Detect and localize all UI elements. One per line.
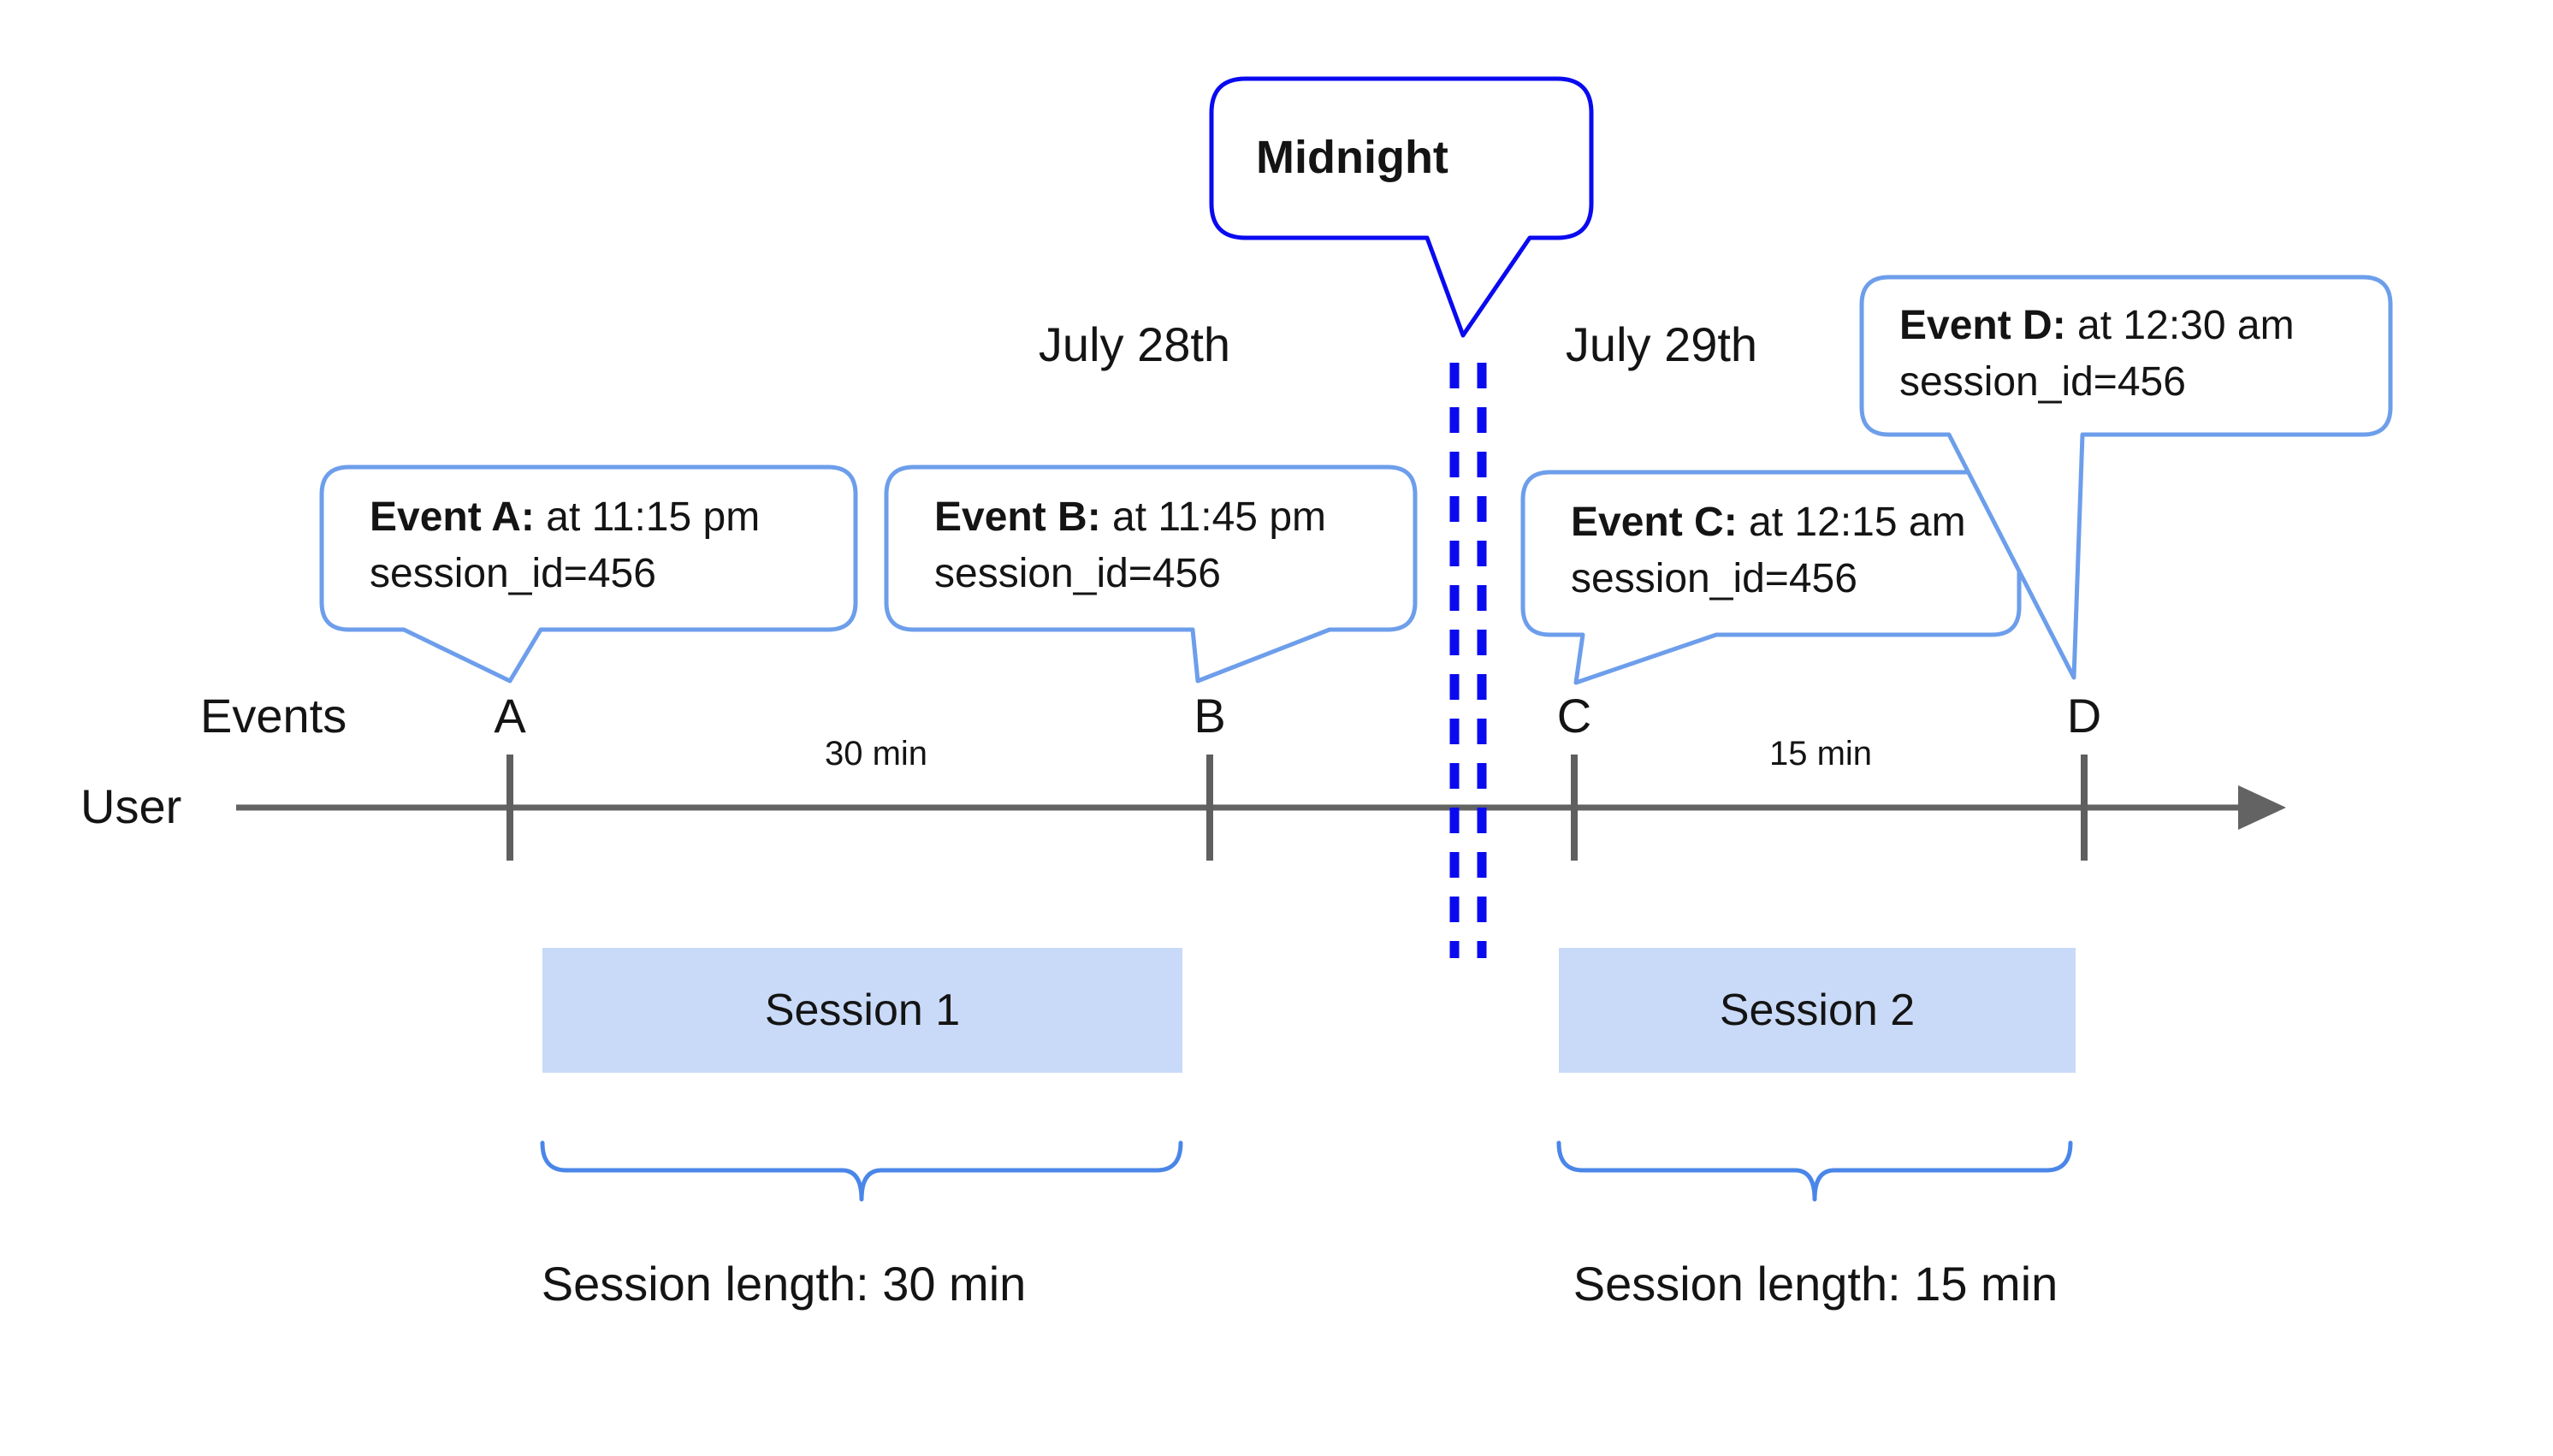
event-a-callout-text: Event A: at 11:15 pm session_id=456 <box>370 489 760 602</box>
event-d-callout-text: Event D: at 12:30 am session_id=456 <box>1899 298 2295 411</box>
session-2-box: Session 2 <box>1559 948 2076 1073</box>
user-row-label: User <box>80 780 182 833</box>
event-marker-c: C <box>1556 690 1592 743</box>
session-1-length-label: Session length: 30 min <box>541 1258 1027 1311</box>
session-1-box: Session 1 <box>542 948 1182 1073</box>
event-b-session-id: session_id=456 <box>934 551 1221 597</box>
event-marker-b: B <box>1194 690 1226 743</box>
session-2-brace <box>1556 1140 2073 1202</box>
event-d-name: Event D: <box>1899 303 2066 349</box>
event-c-callout-line1: Event C: at 12:15 am <box>1571 494 1966 551</box>
session-2-length-label: Session length: 15 min <box>1573 1258 2058 1311</box>
event-marker-d: D <box>2066 690 2102 743</box>
event-d-session-id: session_id=456 <box>1899 359 2186 405</box>
event-b-callout-line1: Event B: at 11:45 pm <box>934 489 1326 546</box>
event-b-callout-text: Event B: at 11:45 pm session_id=456 <box>934 489 1326 602</box>
date-label-july-29: July 29th <box>1565 318 1758 371</box>
events-row-label: Events <box>200 690 347 743</box>
event-a-callout-line1: Event A: at 11:15 pm <box>370 489 760 546</box>
gap-label-30min: 30 min <box>824 736 928 773</box>
event-a-name: Event A: <box>370 494 535 541</box>
session-1-label: Session 1 <box>764 984 961 1035</box>
event-c-callout-text: Event C: at 12:15 am session_id=456 <box>1571 494 1966 607</box>
event-b-name: Event B: <box>934 494 1101 541</box>
event-d-callout-line1: Event D: at 12:30 am <box>1899 298 2295 354</box>
event-b-callout-bubble <box>884 465 1418 684</box>
event-a-time: at 11:15 pm <box>534 494 761 541</box>
event-d-callout-bubble <box>1859 275 2393 680</box>
session-1-brace <box>540 1140 1183 1202</box>
event-marker-a: A <box>494 690 526 743</box>
event-a-session-id: session_id=456 <box>370 551 656 597</box>
midnight-label: Midnight <box>1256 132 1448 183</box>
event-d-time: at 12:30 am <box>2065 303 2295 349</box>
session-2-label: Session 2 <box>1719 984 1916 1035</box>
gap-label-15min: 15 min <box>1768 736 1873 773</box>
date-label-july-28: July 28th <box>1038 318 1231 371</box>
midnight-callout-bubble <box>1209 76 1594 338</box>
event-c-session-id: session_id=456 <box>1571 556 1857 602</box>
timeline-arrowhead-icon <box>2238 785 2286 830</box>
event-c-time: at 12:15 am <box>1737 500 1966 546</box>
event-c-name: Event C: <box>1571 500 1738 546</box>
event-a-callout-bubble <box>319 465 858 684</box>
event-b-time: at 11:45 pm <box>1100 494 1326 541</box>
